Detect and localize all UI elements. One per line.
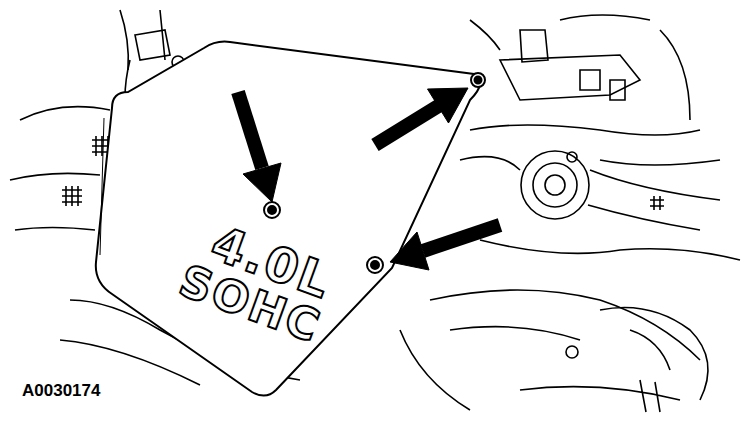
- engine-cover: [96, 42, 480, 396]
- figure-number: A0030174: [22, 382, 100, 399]
